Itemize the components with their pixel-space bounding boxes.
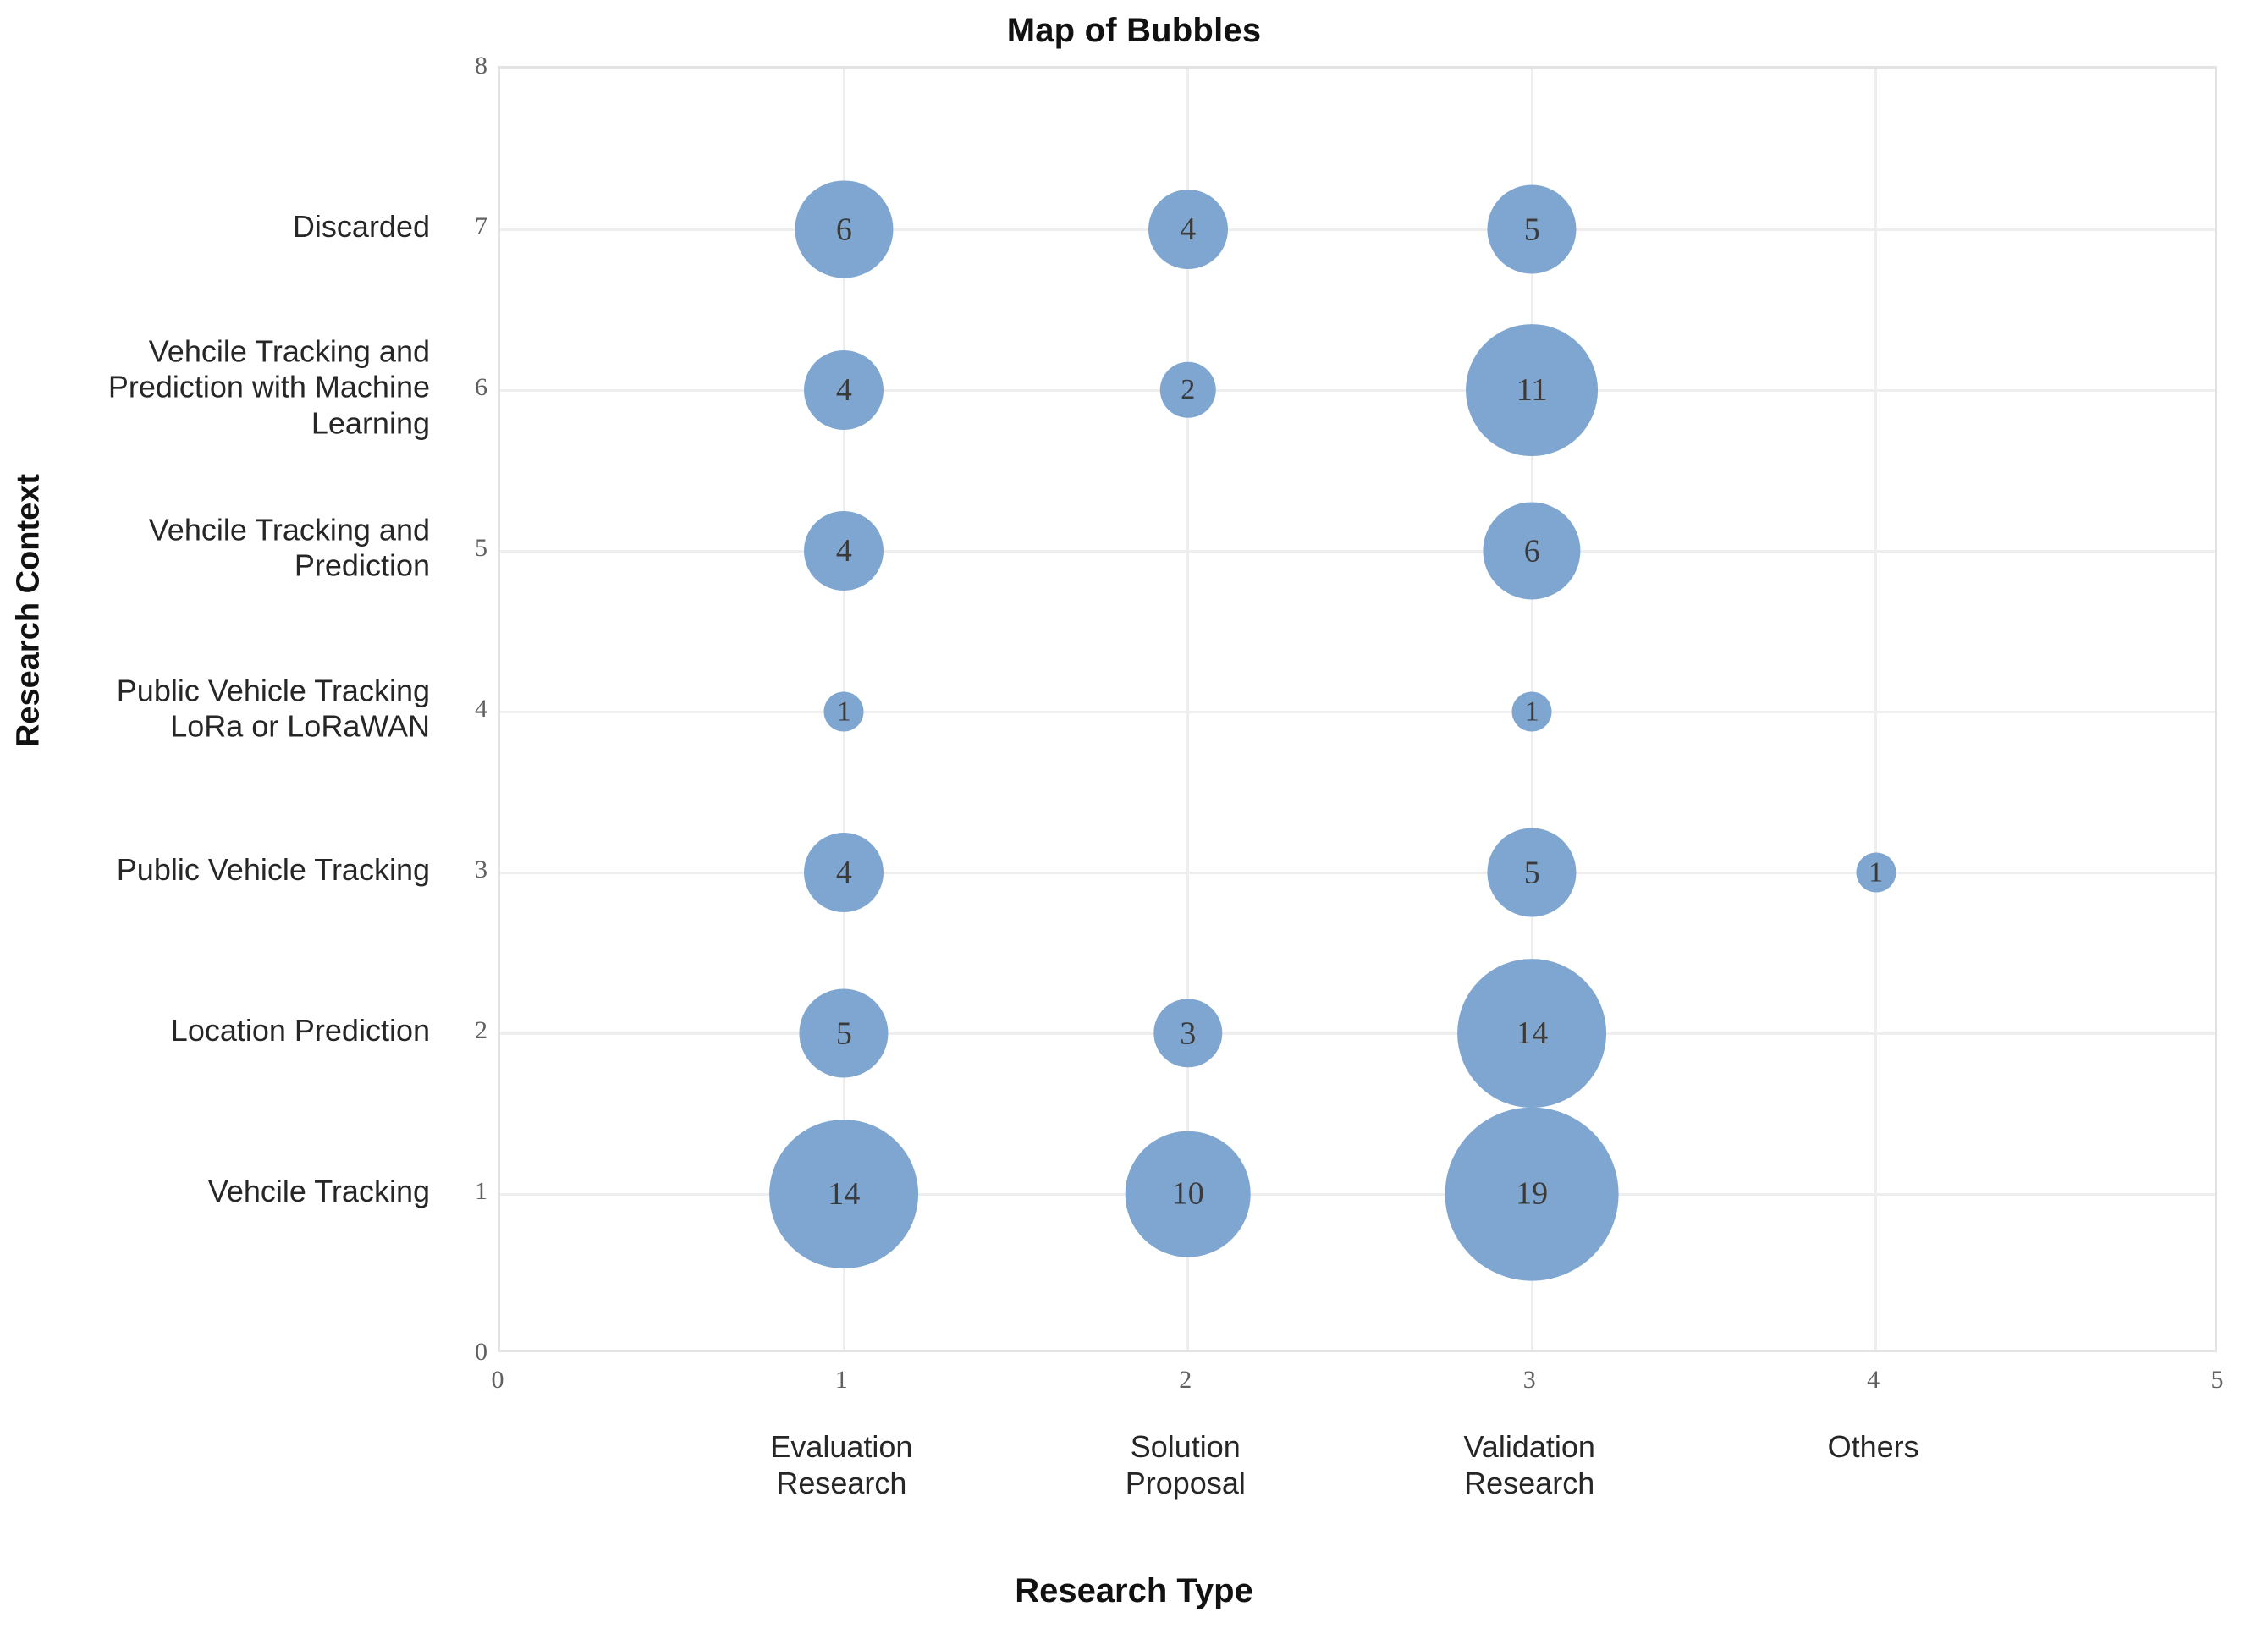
bubble-value-label: 1	[836, 696, 851, 727]
bubble-data-point[interactable]: 4	[1148, 190, 1228, 269]
x-axis-tick-label: 5	[2210, 1366, 2224, 1394]
bubble-value-label: 4	[835, 372, 852, 408]
bubble-data-point[interactable]: 5	[1487, 828, 1577, 917]
y-axis-category-label: Vehcile Tracking and Prediction	[148, 512, 430, 583]
y-axis-tick-label: 1	[475, 1177, 487, 1205]
bubble-value-label: 14	[1516, 1015, 1549, 1051]
gridline-horizontal	[500, 710, 2215, 713]
bubble-data-point[interactable]: 10	[1125, 1131, 1252, 1257]
bubble-value-label: 19	[1516, 1175, 1549, 1212]
bubble-data-point[interactable]: 14	[1457, 959, 1607, 1108]
bubble-data-point[interactable]: 1	[1511, 691, 1552, 732]
bubble-value-label: 1	[1524, 696, 1539, 727]
bubble-value-label: 4	[1180, 212, 1197, 247]
bubble-data-point[interactable]: 2	[1159, 361, 1217, 419]
x-axis-tick-label: 4	[1867, 1366, 1880, 1394]
bubble-data-point[interactable]: 5	[799, 988, 889, 1078]
x-axis-title: Research Type	[1015, 1572, 1253, 1609]
x-axis-tick-label: 1	[834, 1366, 848, 1394]
bubble-data-point[interactable]: 1	[1856, 852, 1896, 893]
bubble-data-point[interactable]: 14	[769, 1120, 919, 1268]
bubble-value-label: 14	[828, 1176, 861, 1212]
bubble-value-label: 4	[835, 855, 852, 890]
y-axis-tick-label: 5	[475, 534, 487, 562]
bubble-value-label: 5	[1523, 212, 1540, 247]
bubble-data-point[interactable]: 1	[823, 691, 864, 732]
bubble-data-point[interactable]: 11	[1466, 324, 1599, 456]
bubble-data-point[interactable]: 5	[1487, 184, 1577, 274]
y-axis-category-label: Public Vehicle Tracking	[116, 851, 430, 887]
bubble-value-label: 4	[835, 533, 852, 569]
gridline-horizontal	[500, 228, 2215, 231]
bubble-value-label: 3	[1180, 1015, 1197, 1051]
y-axis-category-label: Vehcile Tracking and Prediction with Mac…	[107, 333, 430, 441]
bubble-value-label: 6	[835, 212, 852, 247]
gridline-vertical	[1874, 69, 1878, 1350]
bubble-value-label: 11	[1516, 372, 1548, 408]
x-axis-category-label: Validation Research	[1463, 1429, 1595, 1501]
bubble-value-label: 5	[835, 1015, 852, 1051]
y-axis-tick-label: 7	[475, 212, 487, 240]
y-axis-category-label: Vehcile Tracking	[207, 1173, 430, 1208]
gridline-horizontal	[500, 549, 2215, 553]
y-axis-category-label: Public Vehicle Tracking LoRa or LoRaWAN	[116, 673, 430, 744]
bubble-value-label: 10	[1171, 1176, 1204, 1212]
x-axis-tick-label: 2	[1179, 1366, 1192, 1394]
bubble-data-point[interactable]: 6	[795, 180, 893, 278]
gridline-horizontal	[500, 388, 2215, 392]
bubble-data-point[interactable]: 4	[804, 350, 884, 430]
y-axis-tick-label: 0	[475, 1338, 487, 1366]
gridline-horizontal	[500, 1032, 2215, 1035]
y-axis-tick-label: 4	[475, 695, 487, 723]
bubble-value-label: 5	[1523, 855, 1540, 890]
bubble-data-point[interactable]: 4	[804, 511, 884, 591]
y-axis-tick-label: 8	[475, 52, 487, 80]
bubble-data-point[interactable]: 4	[804, 833, 884, 912]
x-axis-category-label: Evaluation Research	[770, 1429, 913, 1501]
gridline-vertical	[1186, 69, 1190, 1350]
chart-title: Map of Bubbles	[1006, 12, 1262, 49]
bubble-data-point[interactable]: 19	[1445, 1107, 1619, 1281]
gridline-horizontal	[500, 871, 2215, 874]
bubble-value-label: 2	[1181, 373, 1196, 405]
y-axis-title: Research Context	[10, 473, 47, 748]
y-axis-tick-label: 3	[475, 856, 487, 883]
y-axis-category-label: Location Prediction	[170, 1012, 430, 1048]
y-axis-tick-label: 6	[475, 373, 487, 401]
y-axis-category-label: Discarded	[292, 208, 430, 244]
x-axis-tick-label: 3	[1522, 1366, 1536, 1394]
bubble-data-point[interactable]: 3	[1153, 999, 1223, 1068]
y-axis-tick-label: 2	[475, 1016, 487, 1044]
bubble-value-label: 1	[1869, 856, 1884, 888]
x-axis-category-label: Solution Proposal	[1125, 1429, 1246, 1501]
bubble-data-point[interactable]: 6	[1483, 502, 1581, 600]
x-axis-tick-label: 0	[491, 1366, 504, 1394]
bubble-value-label: 6	[1523, 533, 1540, 569]
gridline-horizontal	[500, 1192, 2215, 1196]
x-axis-category-label: Others	[1827, 1429, 1919, 1464]
